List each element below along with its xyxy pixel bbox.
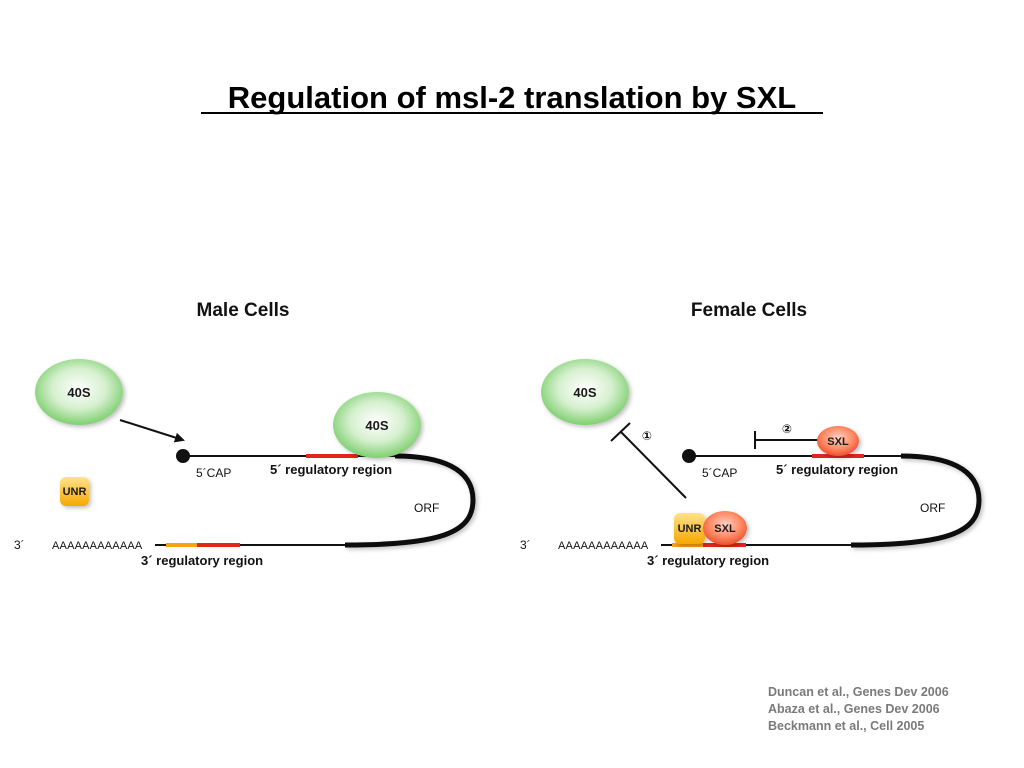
male-cells-panel: Male Cells 40S 40S UNR 5´CAP 5´ regulato… [14, 300, 476, 568]
reference-3: Beckmann et al., Cell 2005 [768, 719, 924, 733]
male-bound-40s-subunit: 40S [333, 392, 421, 458]
male-3-end-label: 3´ [14, 538, 25, 552]
male-5-regulatory-label: 5´ regulatory region [270, 462, 392, 477]
female-unr-label: UNR [678, 523, 702, 535]
female-inhibition-1-line [620, 431, 687, 499]
female-sxl-5-protein: SXL [817, 426, 859, 456]
female-free-40s-label: 40S [573, 385, 596, 400]
female-step-1-label: ① [642, 429, 652, 443]
male-polya-tail: AAAAAAAAAAAA [52, 540, 143, 552]
male-recruitment-arrow [119, 419, 185, 443]
female-sxl-3-label: SXL [714, 523, 736, 535]
references: Duncan et al., Genes Dev 2006 Abaza et a… [768, 685, 949, 733]
male-3-regulatory-label: 3´ regulatory region [141, 553, 263, 568]
female-inhibition-1-bar [610, 422, 631, 442]
male-free-40s-subunit: 40S [35, 359, 123, 425]
male-unr-label: UNR [63, 486, 87, 498]
female-cells-panel: Female Cells 40S ① 1 ② 2 SXL [520, 300, 982, 568]
male-orf-label: ORF [414, 501, 439, 515]
reference-1: Duncan et al., Genes Dev 2006 [768, 685, 949, 699]
reference-2: Abaza et al., Genes Dev 2006 [768, 702, 940, 716]
female-polya-tail: AAAAAAAAAAAA [558, 540, 649, 552]
male-orf-curve [344, 453, 476, 548]
female-3-regulatory-label: 3´ regulatory region [647, 553, 769, 568]
female-5-cap-label: 5´CAP [702, 466, 737, 480]
female-5-regulatory-label: 5´ regulatory region [776, 462, 898, 477]
female-3-end-label: 3´ [520, 538, 531, 552]
female-sxl-3-protein: SXL [703, 511, 747, 545]
female-free-40s-subunit: 40S [541, 359, 629, 425]
male-unr-protein: UNR [60, 477, 89, 506]
male-bound-40s-label: 40S [365, 418, 388, 433]
female-step-2-label: ② [782, 422, 792, 436]
female-unr-protein: UNR [674, 513, 705, 544]
male-5-cap-label: 5´CAP [196, 466, 231, 480]
female-sxl-5-label: SXL [827, 436, 849, 448]
female-orf-curve [850, 453, 982, 548]
female-orf-label: ORF [920, 501, 945, 515]
female-cells-heading: Female Cells [691, 300, 807, 321]
male-cells-heading: Male Cells [197, 300, 290, 321]
slide-title: Regulation of msl-2 translation by SXL [228, 80, 796, 115]
male-free-40s-label: 40S [67, 385, 90, 400]
